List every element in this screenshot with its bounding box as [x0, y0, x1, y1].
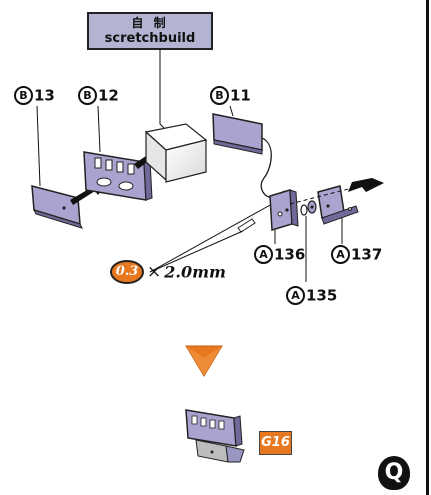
scratchbuild-label-box: 自 制 scretchbuild — [87, 12, 213, 50]
part-a136-number: 136 — [274, 245, 306, 264]
part-a137-circle: A — [331, 245, 350, 264]
assembly-axis-arrow — [289, 178, 384, 205]
scratchbuild-english: scretchbuild — [104, 31, 196, 46]
wire-dimension-callout: 0.3×2.0mm — [110, 260, 226, 284]
scratchbuild-block — [144, 123, 208, 183]
part-b12 — [83, 151, 153, 201]
scratchbuild-leader-line — [159, 50, 169, 133]
part-a135-circle: A — [286, 286, 305, 305]
page-marker: Q — [378, 456, 410, 490]
part-b11-number: 11 — [230, 86, 251, 105]
part-a136-circle: A — [254, 245, 273, 264]
wire-length-value: 2.0mm — [164, 262, 226, 282]
page-edge-bar — [426, 0, 429, 495]
part-a135 — [300, 200, 317, 216]
part-a136 — [269, 189, 299, 231]
part-b12-circle: B — [78, 86, 97, 105]
part-a137 — [317, 185, 359, 225]
b11-leader-line — [229, 105, 234, 117]
part-b12-number: 12 — [98, 86, 119, 105]
part-b11 — [212, 113, 263, 155]
b11-to-a136-line — [260, 137, 273, 199]
part-b13-number: 13 — [34, 86, 55, 105]
b12-leader-line — [97, 105, 101, 153]
part-a135-number: 135 — [306, 286, 338, 305]
dimension-times-sign: × — [147, 262, 162, 282]
assembled-result — [185, 409, 245, 463]
step-reference-badge: G16 — [259, 431, 292, 455]
b13-leader-line — [36, 105, 41, 187]
scratchbuild-japanese: 自 制 — [131, 16, 169, 30]
part-b11-circle: B — [210, 86, 229, 105]
part-a137-number: 137 — [351, 245, 383, 264]
wire-diameter-badge: 0.3 — [110, 260, 144, 284]
dimension-pointer-lines — [149, 203, 273, 273]
a-part-leader-lines — [274, 216, 343, 282]
part-b13-circle: B — [14, 86, 33, 105]
part-b13 — [31, 185, 83, 229]
